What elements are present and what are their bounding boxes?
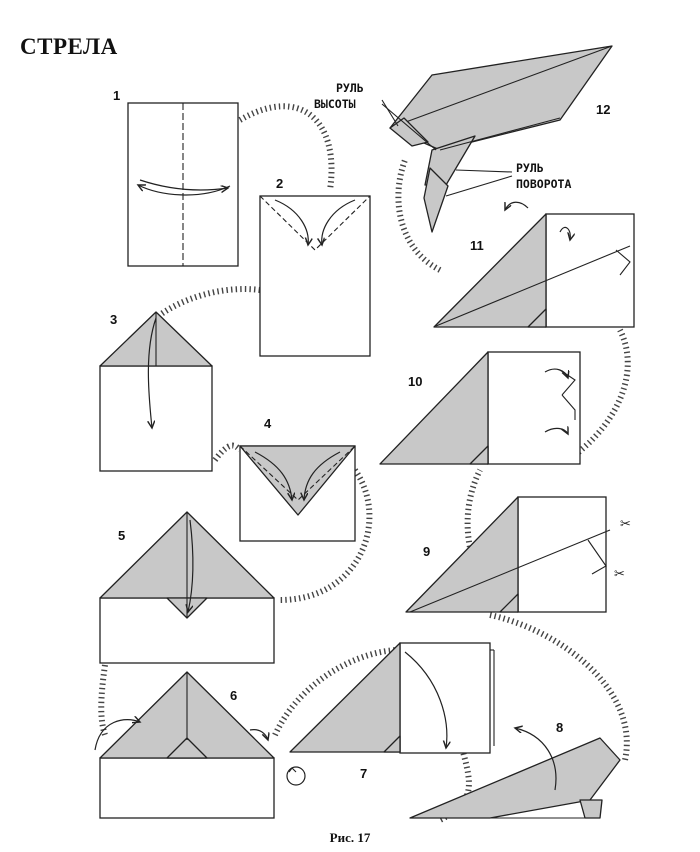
figure-caption: Рис. 17 — [329, 830, 371, 845]
step-2: 2 — [259, 176, 371, 357]
step-3: 3 — [99, 311, 213, 472]
step-11: 11 — [433, 201, 635, 328]
step-number: 8 — [556, 720, 563, 735]
step-number: 7 — [360, 766, 367, 781]
step-number: 2 — [276, 176, 283, 191]
flow-path — [98, 103, 631, 823]
elevator-label: ВЫСОТЫ — [314, 97, 356, 111]
step-number: 9 — [423, 544, 430, 559]
step-number: 3 — [110, 312, 117, 327]
step-6: 6 — [94, 671, 306, 819]
step-8: 8 — [409, 720, 621, 819]
step-5: 5 — [99, 511, 275, 664]
elevator-label: РУЛЬ — [336, 81, 364, 95]
scissors-icon: ✂ — [620, 517, 631, 532]
diagram-title: СТРЕЛА — [20, 34, 118, 59]
step-number: 10 — [408, 374, 422, 389]
step-number: 5 — [118, 528, 125, 543]
step-7: 7 — [289, 642, 495, 781]
rudder-label: ПОВОРОТА — [516, 177, 571, 191]
turn-over-icon — [286, 766, 306, 786]
step-12: 12 РУЛЬ ВЫСОТЫ РУЛЬ ПОВОРОТА — [314, 45, 613, 233]
step-number: 12 — [596, 102, 610, 117]
step-number: 4 — [264, 416, 272, 431]
step-4: 4 — [239, 416, 356, 542]
step-number: 6 — [230, 688, 237, 703]
step-10: 10 — [379, 351, 581, 465]
scissors-icon: ✂ — [614, 567, 625, 582]
step-9: ✂ ✂ 9 — [405, 496, 631, 613]
step-1: 1 — [113, 88, 239, 267]
step-number: 1 — [113, 88, 120, 103]
step-number: 11 — [470, 238, 484, 253]
rudder-label: РУЛЬ — [516, 161, 544, 175]
